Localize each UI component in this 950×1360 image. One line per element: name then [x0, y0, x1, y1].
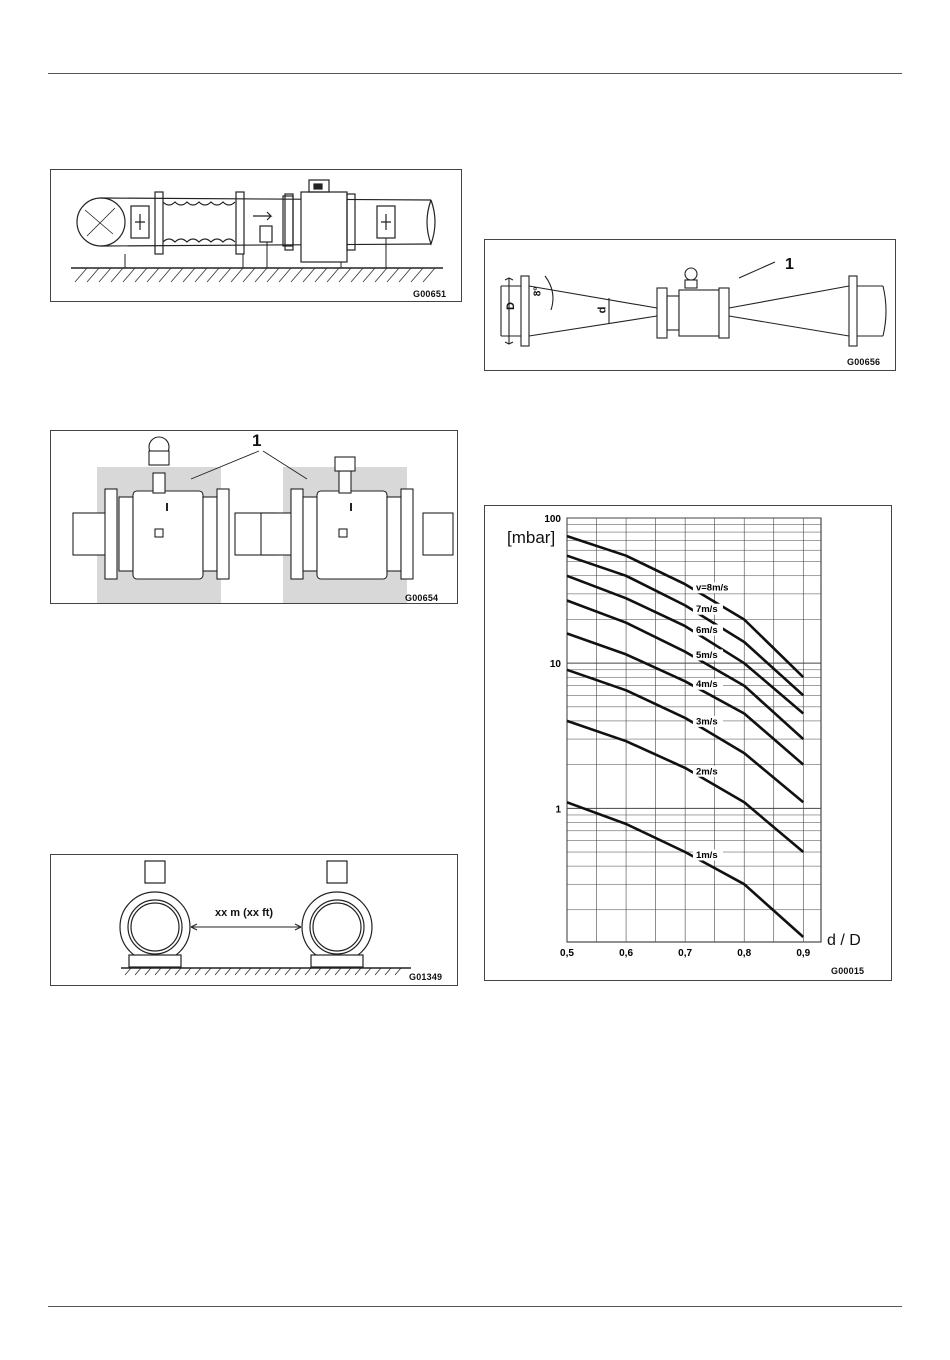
series-label: 3m/s	[696, 716, 718, 727]
x-tick-label: 0,6	[619, 948, 633, 959]
callout-label: 1	[785, 256, 794, 274]
figure-diameter-reduction: 1 D d 8° G00656	[484, 239, 896, 371]
x-tick-label: 0,5	[560, 948, 574, 959]
pipe-compensator-drawing	[51, 170, 462, 302]
y-tick-label: 100	[544, 514, 561, 525]
figure-code: G00015	[831, 966, 864, 976]
y-axis-label: [mbar]	[507, 528, 555, 548]
pressure-loss-chart: 0,5 0,6 0,7 0,8 0,9 1 10 100 v=8m/s 7m/s 6m/s 5m/s 4…	[485, 506, 892, 981]
diameter-small-label: d	[596, 307, 608, 314]
y-tick-label: 10	[550, 659, 562, 670]
figure-pipe-compensator: G00651	[50, 169, 462, 302]
figure-insulated-meters: 1 G00654	[50, 430, 458, 604]
series-label: 5m/s	[696, 650, 718, 661]
callout-label: 1	[252, 431, 261, 451]
angle-label: 8°	[532, 287, 543, 297]
figure-code: G00651	[413, 289, 446, 299]
x-axis-label: d / D	[827, 932, 861, 950]
series-label: 2m/s	[696, 766, 718, 777]
y-tick-label: 1	[555, 804, 561, 815]
figure-pressure-loss-chart: 0,5 0,6 0,7 0,8 0,9 1 10 100 v=8m/s 7m/s 6m/s 5m/s 4…	[484, 505, 892, 981]
bottom-rule	[48, 1306, 902, 1307]
series-label: 1m/s	[696, 850, 718, 861]
diameter-reduction-drawing	[485, 240, 896, 371]
series-label: 6m/s	[696, 625, 718, 636]
series-label: 4m/s	[696, 679, 718, 690]
series-label: v=8m/s	[696, 583, 729, 594]
figure-code: G00654	[405, 593, 438, 603]
top-rule	[48, 73, 902, 74]
x-tick-label: 0,8	[737, 948, 751, 959]
meter-spacing-drawing	[51, 855, 458, 986]
figure-code: G00656	[847, 357, 880, 367]
diameter-large-label: D	[505, 302, 517, 310]
figure-code: G01349	[409, 972, 442, 982]
series-label: 7m/s	[696, 604, 718, 615]
x-tick-label: 0,9	[796, 948, 810, 959]
figure-meter-spacing: xx m (xx ft) G01349	[50, 854, 458, 986]
insulated-meters-drawing	[51, 431, 458, 604]
x-tick-label: 0,7	[678, 948, 692, 959]
distance-label: xx m (xx ft)	[215, 907, 273, 919]
plot-area	[567, 518, 821, 942]
